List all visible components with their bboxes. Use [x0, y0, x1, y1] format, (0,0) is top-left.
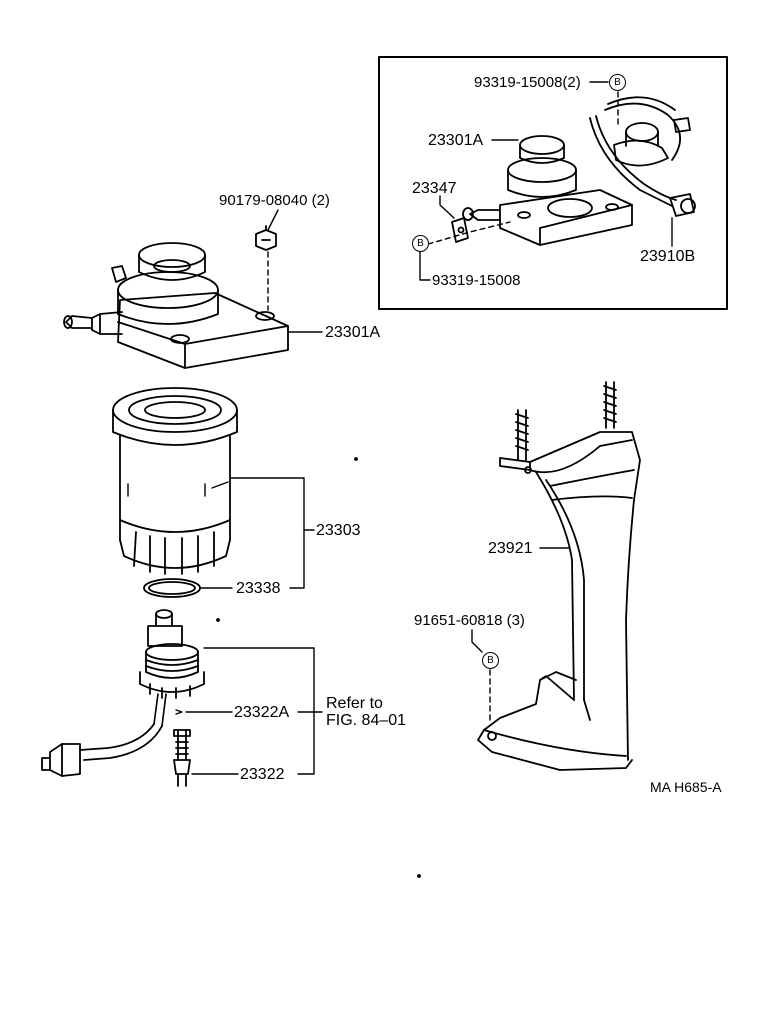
- label-91651-60818: 91651-60818 (3): [414, 612, 525, 629]
- label-23338: 23338: [236, 580, 281, 597]
- label-inset-93319-top: 93319-15008(2): [474, 74, 581, 91]
- bracket-23921-drawing: [477, 381, 641, 771]
- leader-23303: [229, 477, 305, 589]
- inset-frame: [378, 56, 728, 310]
- label-inset-93319-bottom: 93319-15008: [432, 272, 521, 289]
- label-23322A: 23322A: [234, 704, 290, 721]
- badge-b-bracket: B: [482, 652, 499, 669]
- label-23322: 23322: [240, 766, 285, 783]
- nut-90179-drawing: [255, 225, 277, 251]
- leader-90179: [267, 209, 279, 231]
- leader-91651: [471, 629, 483, 653]
- label-23303: 23303: [316, 522, 361, 539]
- inset-filter-head: [462, 135, 633, 246]
- badge-b-inset-top: B: [609, 74, 626, 91]
- clip-23322A-drawing: [175, 709, 183, 715]
- inset-leader-23347: [439, 195, 455, 219]
- label-fig-84-01: FIG. 84–01: [326, 712, 407, 729]
- gasket-23338-drawing: [143, 578, 201, 598]
- figure-code: MA H685-A: [650, 779, 722, 795]
- label-inset-23347: 23347: [412, 180, 457, 197]
- label-90179-08040: 90179-08040 (2): [219, 192, 330, 209]
- label-23301A: 23301A: [325, 324, 381, 341]
- filter-element-23303: [112, 387, 238, 575]
- badge-b-inset-bottom: B: [412, 235, 429, 252]
- inset-dash-bottom: [427, 221, 511, 245]
- label-23921: 23921: [488, 540, 533, 557]
- leader-sensor-top: [203, 647, 315, 775]
- inset-sensor-wire: [589, 96, 696, 217]
- inset-connector-23347: [451, 217, 469, 243]
- label-refer-to: Refer to: [326, 695, 383, 712]
- label-inset-23301A: 23301A: [428, 132, 484, 149]
- label-inset-23910B: 23910B: [640, 248, 696, 265]
- filter-head-23301A: [63, 242, 289, 369]
- sensor-assembly: [41, 609, 205, 777]
- inset-leader-bottom-bolt: [419, 251, 431, 281]
- plug-23322-drawing: [173, 729, 191, 787]
